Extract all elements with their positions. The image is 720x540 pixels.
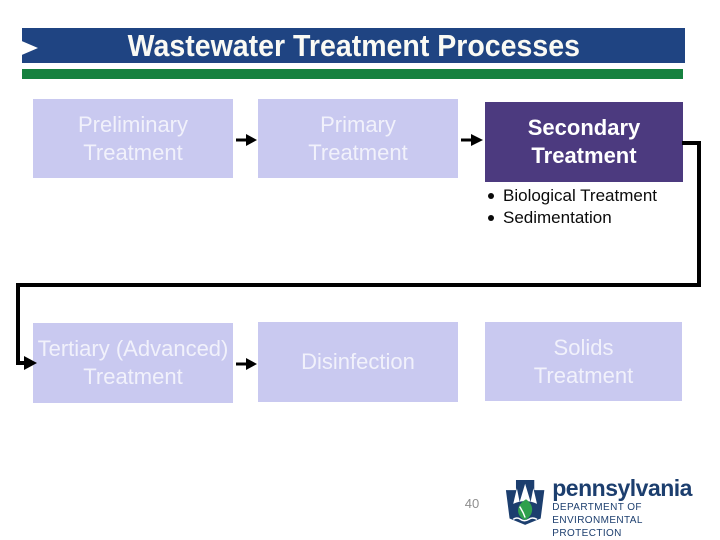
box-label-line: Secondary: [527, 115, 641, 140]
bullet-text: Biological Treatment: [503, 186, 658, 205]
box-label-line: Treatment: [533, 362, 634, 388]
logo-text: pennsylvania DEPARTMENT OF ENVIRONMENTAL…: [552, 476, 720, 540]
list-item: Sedimentation: [484, 207, 706, 229]
bullet-text: Sedimentation: [503, 208, 612, 227]
slide-page-number: 40: [464, 496, 480, 511]
flow-arrow-tertiary-to-disinfection: [236, 358, 257, 370]
box-label-line: Tertiary (Advanced): [37, 336, 229, 361]
flow-arrow-preliminary-to-primary: [236, 134, 257, 146]
box-label-line: Treatment: [531, 143, 637, 168]
logo-brand-name: pennsylvania: [552, 475, 692, 501]
flow-arrow-primary-to-secondary: [461, 134, 483, 146]
secondary-treatment-details: Biological Treatment Sedimentation: [484, 185, 706, 229]
box-label-line: Treatment: [308, 139, 408, 165]
process-box-disinfection: Disinfection: [258, 322, 458, 402]
logo-dept-line1: DEPARTMENT OF ENVIRONMENTAL: [552, 502, 643, 526]
box-label-line: Primary: [320, 111, 396, 137]
process-box-tertiary: Tertiary (Advanced) Treatment: [33, 323, 233, 403]
process-box-solids: Solids Treatment: [485, 322, 682, 401]
title-bar: Wastewater Treatment Processes: [22, 28, 685, 63]
logo-dept-line2: PROTECTION: [552, 528, 622, 539]
box-label-line: Solids: [553, 334, 614, 360]
list-item: Biological Treatment: [484, 185, 706, 207]
box-label-line: Disinfection: [301, 349, 415, 374]
keystone-icon: [505, 480, 545, 525]
box-label-line: Treatment: [83, 364, 183, 389]
page-title: Wastewater Treatment Processes: [127, 28, 580, 63]
bullet-icon: [488, 193, 494, 199]
pa-dep-logo: pennsylvania DEPARTMENT OF ENVIRONMENTAL…: [505, 476, 720, 540]
box-label-line: Treatment: [83, 139, 183, 165]
bullet-icon: [488, 215, 494, 221]
title-underline-bar: [22, 69, 683, 79]
process-box-preliminary: Preliminary Treatment: [33, 99, 233, 178]
process-box-secondary: Secondary Treatment: [485, 102, 683, 182]
process-box-primary: Primary Treatment: [258, 99, 458, 178]
box-label-line: Preliminary: [77, 111, 189, 137]
